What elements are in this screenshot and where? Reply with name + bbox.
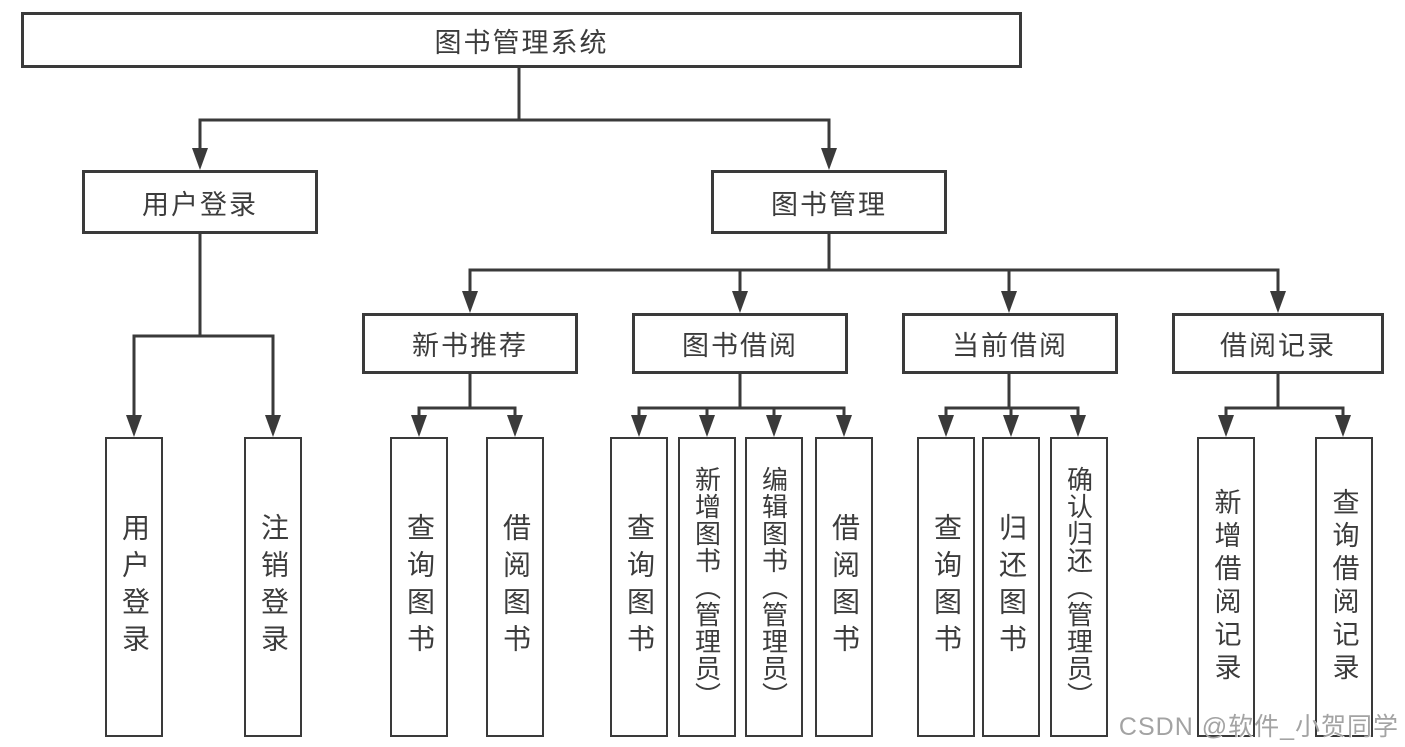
leaf-query-borrow-record: 查询借阅记录 xyxy=(1315,437,1373,737)
leaf-add-borrow-record: 新增借阅记录 xyxy=(1197,437,1255,737)
leaf-borrowing-query-books: 查询图书 xyxy=(610,437,668,737)
node-book-management-module: 图书管理 xyxy=(711,170,947,234)
leaf-logout: 注销登录 xyxy=(244,437,302,737)
leaf-confirm-return-admin: 确认归还（管理员） xyxy=(1050,437,1108,737)
csdn-watermark: CSDN @软件_小贺同学 xyxy=(1118,713,1399,741)
leaf-borrowing-borrow-books: 借阅图书 xyxy=(815,437,873,737)
leaf-user-login: 用户登录 xyxy=(105,437,163,737)
node-user-login-module: 用户登录 xyxy=(82,170,318,234)
node-borrow-records: 借阅记录 xyxy=(1172,313,1384,374)
node-current-borrowing: 当前借阅 xyxy=(902,313,1118,374)
leaf-recommend-borrow-books: 借阅图书 xyxy=(486,437,544,737)
leaf-current-query-books: 查询图书 xyxy=(917,437,975,737)
node-new-book-recommend: 新书推荐 xyxy=(362,313,578,374)
node-library-system: 图书管理系统 xyxy=(21,12,1022,68)
leaf-return-books: 归还图书 xyxy=(982,437,1040,737)
leaf-recommend-query-books: 查询图书 xyxy=(390,437,448,737)
leaf-edit-books-admin: 编辑图书（管理员） xyxy=(745,437,803,737)
node-book-borrowing: 图书借阅 xyxy=(632,313,848,374)
leaf-add-books-admin: 新增图书（管理员） xyxy=(678,437,736,737)
